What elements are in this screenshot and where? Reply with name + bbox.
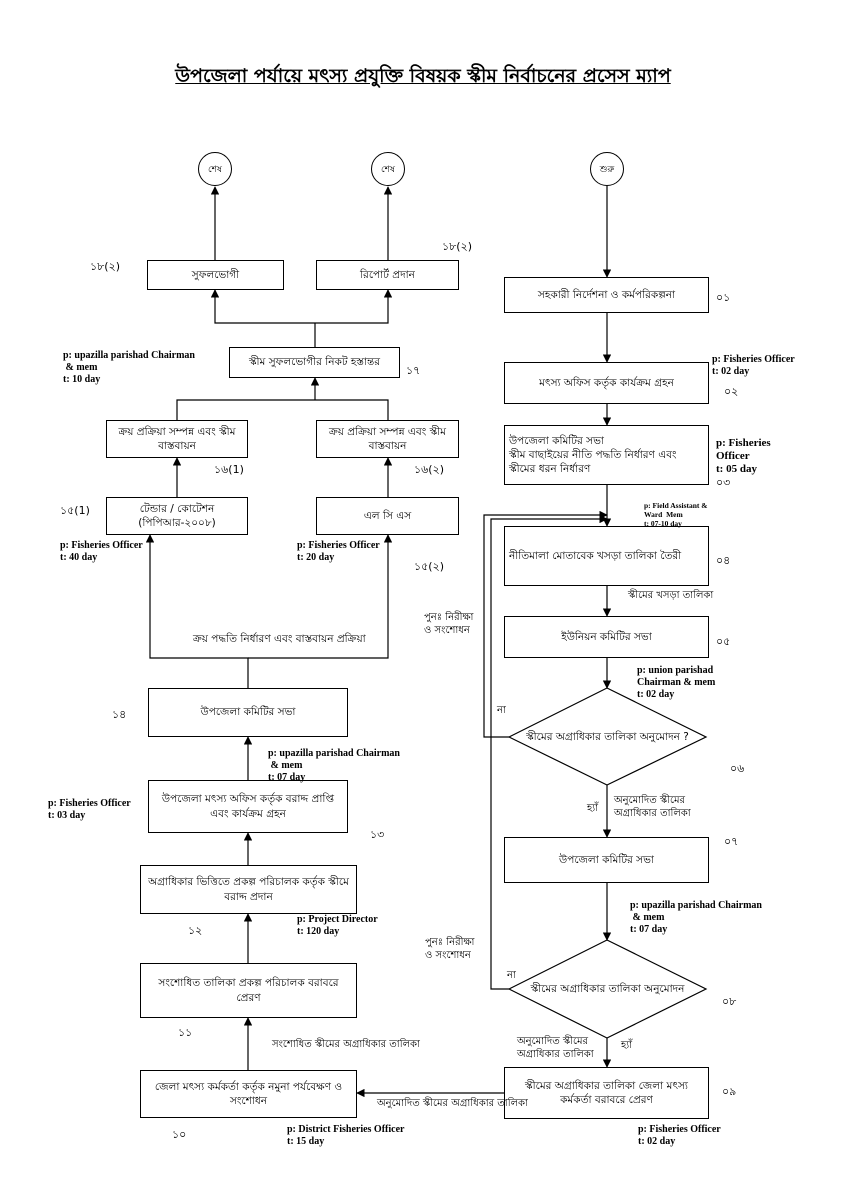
resp-10: p: District Fisheries Officer t: 15 day	[287, 1124, 405, 1147]
step-01-instructions: সহকারী নির্দেশনা ও কর্মপরিকল্পনা	[504, 277, 709, 313]
step-number-06: ০৬	[730, 762, 745, 775]
label-yes-1: হ্যাঁ	[587, 803, 599, 814]
arrow-16-merge	[176, 399, 389, 420]
step-05-union-meeting: ইউনিয়ন কমিটির সভা	[504, 616, 709, 658]
step-02-office-action: মৎস্য অফিস কর্তৃক কার্যক্রম গ্রহন	[504, 362, 709, 404]
label-approved-2: অনুমোদিত স্কীমের অগ্রাধিকার তালিকা	[517, 1036, 594, 1060]
step-number-14: ১৪	[112, 708, 127, 721]
step-12-allocation: অগ্রাধিকার ভিত্তিতে প্রকল্প পরিচালক কর্ত…	[140, 865, 357, 914]
step-number-03: ০৩	[716, 476, 731, 489]
step-number-11: ১১	[178, 1026, 193, 1039]
decision-08-shape	[507, 939, 708, 1039]
resp-14: p: upazilla parishad Chairman & mem t: 0…	[268, 748, 400, 783]
step-13-allocation-receipt: উপজেলা মৎস্য অফিস কর্তৃক বরাদ্দ প্রাপ্তি…	[148, 780, 348, 833]
resp-05: p: union parishad Chairman & mem t: 02 d…	[637, 665, 716, 700]
resp-15a: p: Fisheries Officer t: 40 day	[60, 540, 143, 563]
arrow-14-split	[145, 534, 249, 688]
loop-08-recheck	[490, 514, 608, 990]
step-number-16b: ১৬(২)	[414, 463, 445, 476]
step-number-08: ০৮	[722, 995, 737, 1008]
label-approved-3: অনুমোদিত স্কীমের অগ্রাধিকার তালিকা	[377, 1098, 528, 1109]
step-number-09: ০৯	[722, 1085, 737, 1098]
step-number-15a: ১৫(1)	[60, 504, 90, 517]
resp-15b: p: Fisheries Officer t: 20 day	[297, 540, 380, 563]
step-10-district-review: জেলা মৎস্য কর্মকর্তা কর্তৃক নমুনা পর্যবে…	[140, 1070, 357, 1118]
step-04-draft-list: নীতিমালা মোতাবেক খসড়া তালিকা তৈরী	[504, 526, 709, 586]
step-number-07: ০৭	[724, 835, 739, 848]
step-03-policy: উপজেলা কমিটির সভা স্কীম বাছাইয়ের নীতি প…	[504, 425, 709, 485]
step-18b-report: রিপোর্ট প্রদান	[316, 260, 459, 290]
label-no-2: না	[507, 970, 516, 981]
step-number-13: ১৩	[370, 828, 385, 841]
decision-08-label: স্কীমের অগ্রাধিকার তালিকা অনুমোদন	[530, 983, 685, 995]
arrow-14-split-b	[248, 534, 393, 659]
label-yes-2: হ্যাঁ	[621, 1040, 633, 1051]
label-approved-1: অনুমোদিত স্কীমের অগ্রাধিকার তালিকা	[614, 795, 691, 819]
label-recheck-2: পুনঃ নিরীক্ষা ও সংশোধন	[425, 937, 475, 961]
resp-12: p: Project Director t: 120 day	[297, 914, 378, 937]
step-number-18b: ১৮(২)	[442, 240, 473, 253]
step-number-05: ০৫	[716, 635, 731, 648]
step-14-upazila-meeting: উপজেলা কমিটির সভা	[148, 688, 348, 737]
label-procurement: ক্রয় পদ্ধতি নির্ধারণ এবং বাস্তবায়ন প্র…	[193, 633, 366, 645]
step-number-12: ১২	[188, 924, 203, 937]
page-title: উপজেলা পর্যায়ে মৎস্য প্রযুক্তি বিষয়ক স…	[175, 65, 671, 87]
arrow-17-18b	[315, 289, 393, 324]
start-terminal: শুরু	[590, 152, 624, 186]
resp-09: p: Fisheries Officer t: 02 day	[638, 1124, 721, 1147]
step-number-02: ০২	[724, 385, 739, 398]
step-15a-tender: টেন্ডার / কোটেশন (পিপিআর-২০০৮)	[106, 497, 248, 535]
resp-17: p: upazilla parishad Chairman & mem t: 1…	[63, 350, 195, 385]
decision-06-label: স্কীমের অগ্রাধিকার তালিকা অনুমোদন ?	[526, 731, 689, 743]
resp-04: p: Field Assistant & Ward Mem t: 07-10 d…	[644, 501, 708, 528]
step-number-04: ০৪	[716, 554, 731, 567]
step-11-send-revised: সংশোধিত তালিকা প্রকল্প পরিচালক বরাবরে প্…	[140, 963, 357, 1018]
step-number-01: ০১	[716, 291, 731, 304]
end-terminal-right: শেষ	[371, 152, 405, 186]
step-16a-implementation: ক্রয় প্রক্রিয়া সম্পন্ন এবং স্কীম বাস্ত…	[106, 420, 248, 458]
step-number-18a: ১৮(২)	[90, 260, 121, 273]
step-18a-beneficiary: সুফলভোগী	[147, 260, 284, 290]
step-number-15b: ১৫(২)	[414, 560, 445, 573]
label-revised-list: সংশোধিত স্কীমের অগ্রাধিকার তালিকা	[272, 1039, 420, 1050]
label-no-1: না	[497, 705, 506, 716]
label-recheck-1: পুনঃ নিরীক্ষা ও সংশোধন	[424, 612, 474, 636]
end-terminal-left: শেষ	[198, 152, 232, 186]
step-17-handover: স্কীম সুফলভোগীর নিকট হস্তান্তর	[229, 347, 400, 378]
label-draft-list: স্কীমের খসড়া তালিকা	[628, 590, 714, 601]
resp-03: p: Fisheries Officer t: 05 day	[716, 437, 771, 476]
step-number-16a: ১৬(1)	[214, 463, 244, 476]
resp-02: p: Fisheries Officer t: 02 day	[712, 354, 795, 377]
loop-06-recheck	[483, 510, 608, 738]
step-number-10: ১০	[172, 1128, 187, 1141]
step-07-upazila-meeting: উপজেলা কমিটির সভা	[504, 837, 709, 883]
step-15b-lcs: এল সি এস	[316, 497, 459, 535]
step-09-send-list: স্কীমের অগ্রাধিকার তালিকা জেলা মৎস্য কর্…	[504, 1067, 709, 1119]
step-16b-implementation: ক্রয় প্রক্রিয়া সম্পন্ন এবং স্কীম বাস্ত…	[316, 420, 459, 458]
resp-13: p: Fisheries Officer t: 03 day	[48, 798, 131, 821]
decision-06-shape	[507, 687, 708, 786]
arrow-17-18a	[210, 289, 315, 324]
step-number-17: ১৭	[406, 364, 421, 377]
resp-07: p: upazilla parishad Chairman & mem t: 0…	[630, 900, 762, 935]
